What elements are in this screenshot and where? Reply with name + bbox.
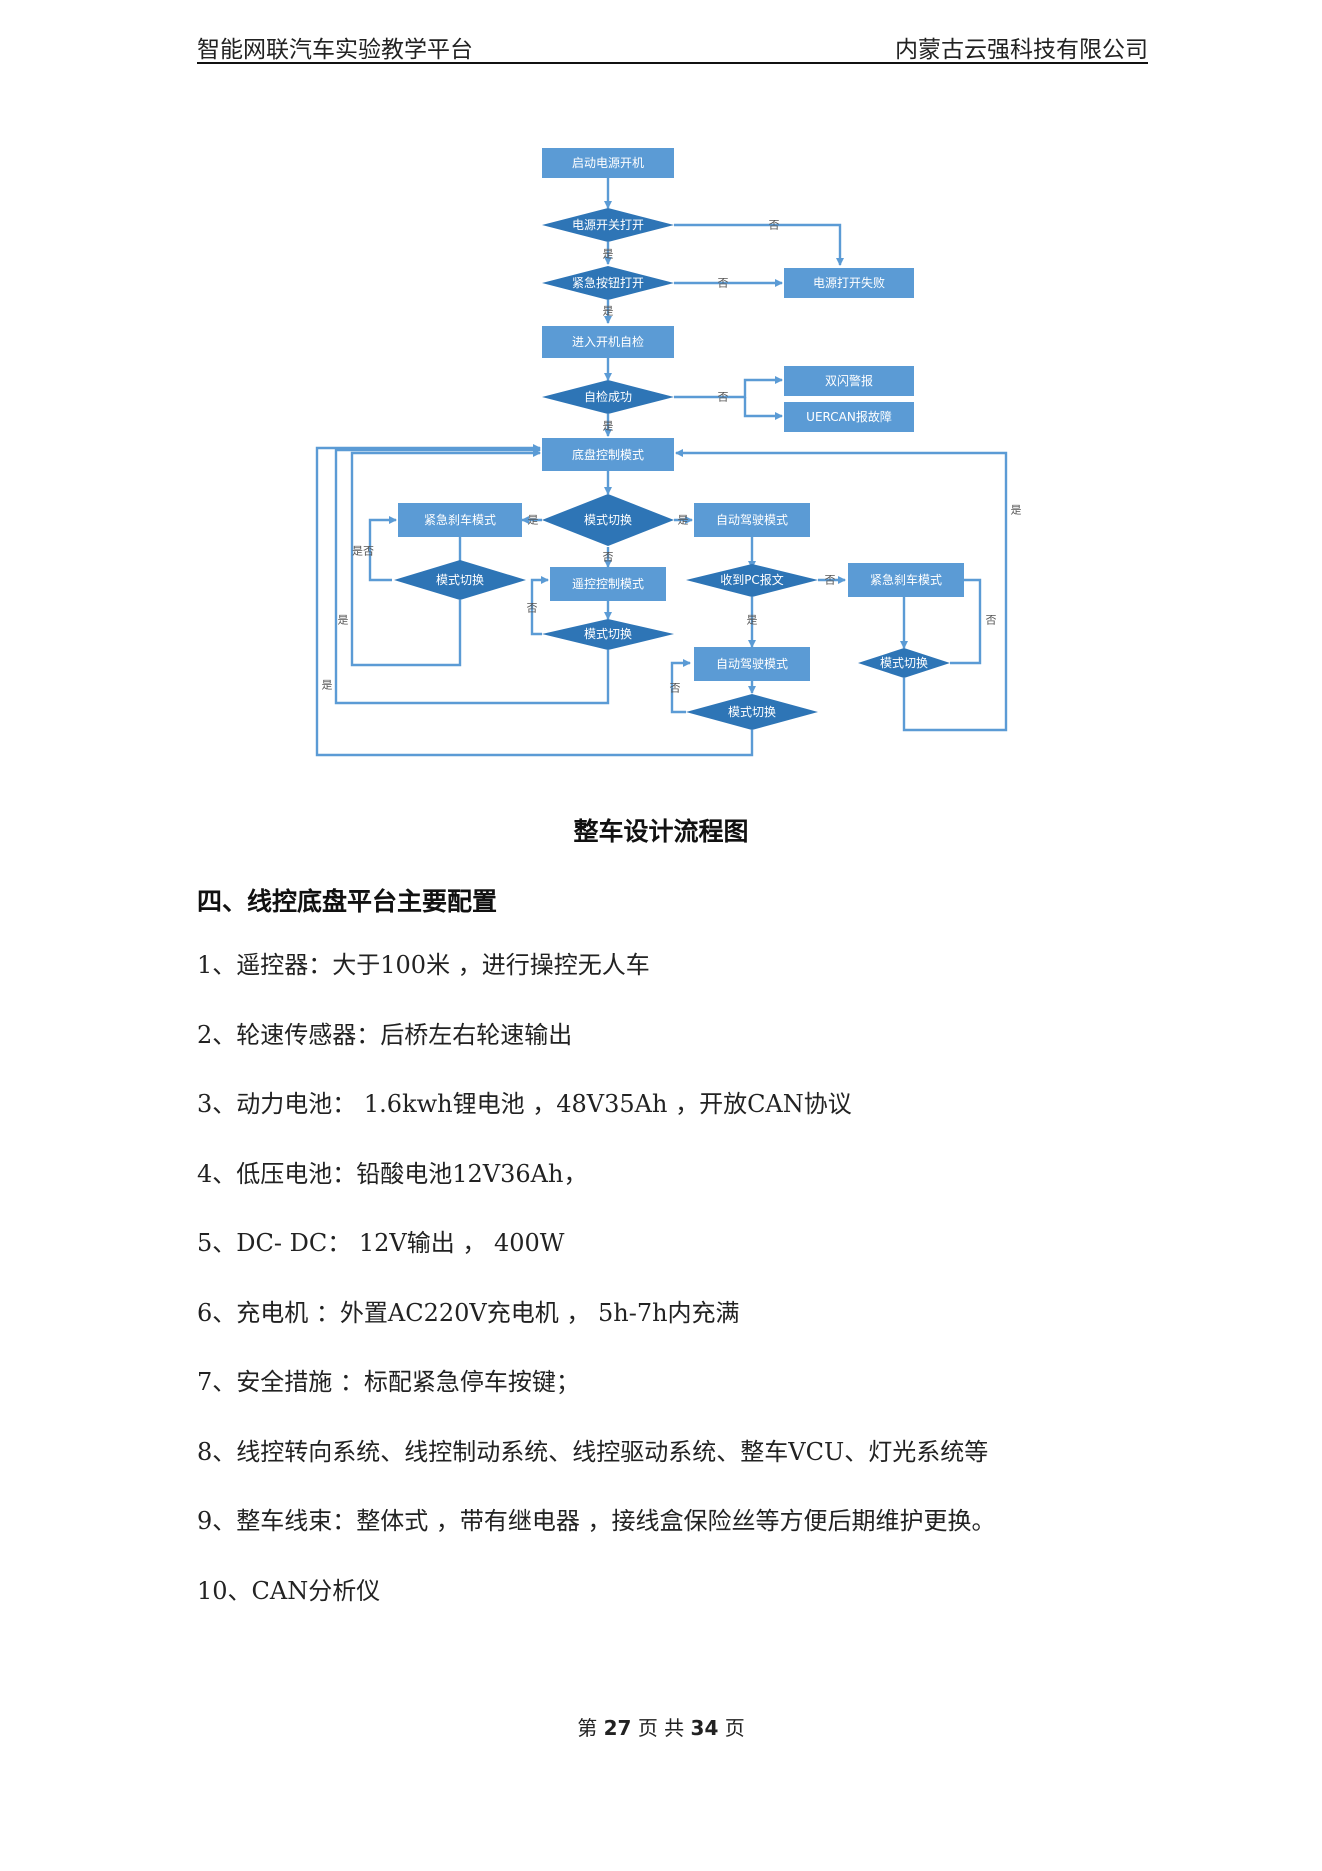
- svg-text:是: 是: [603, 305, 614, 318]
- node-emergency-brake-left: 紧急刹车模式: [398, 503, 522, 537]
- svg-text:否: 否: [670, 682, 681, 695]
- node-auto-drive-top: 自动驾驶模式: [694, 503, 810, 537]
- svg-text:自检成功: 自检成功: [584, 389, 632, 404]
- svg-text:是否: 是否: [352, 545, 374, 558]
- page-number: 27: [603, 1716, 632, 1740]
- decision-pc-message: 收到PC报文: [686, 564, 818, 597]
- vehicle-design-flowchart: 启动电源开机 电源开关打开 紧急按钮打开 电源打开失败 进入开机自检 自检成功 …: [315, 148, 1022, 757]
- config-item: 1、遥控器：大于100米 ，进行操控无人车: [197, 951, 650, 979]
- svg-text:是: 是: [338, 614, 349, 627]
- svg-text:是: 是: [322, 679, 333, 692]
- decision-mode-switch-auto: 模式切换: [686, 694, 818, 730]
- svg-text:进入开机自检: 进入开机自检: [572, 334, 644, 349]
- page-footer: 第 27 页 共 34 页: [0, 1712, 1322, 1741]
- svg-text:紧急刹车模式: 紧急刹车模式: [870, 572, 942, 587]
- decision-emergency-button: 紧急按钮打开: [542, 266, 674, 300]
- decision-mode-switch-left: 模式切换: [394, 560, 526, 600]
- page-header: 智能网联汽车实验教学平台 内蒙古云强科技有限公司: [197, 26, 1148, 64]
- svg-text:是: 是: [1011, 504, 1022, 517]
- svg-text:模式切换: 模式切换: [728, 705, 776, 719]
- config-item: 4、低压电池：铅酸电池12V36Ah，: [197, 1159, 588, 1188]
- config-item: 3、动力电池： 1.6kwh锂电池 ，48V35Ah ，开放CAN协议: [197, 1090, 852, 1118]
- node-start: 启动电源开机: [542, 148, 674, 178]
- footer-suffix: 页: [724, 1716, 745, 1740]
- svg-text:是: 是: [678, 514, 689, 527]
- svg-text:是: 是: [747, 614, 758, 627]
- svg-text:双闪警报: 双闪警报: [825, 373, 873, 388]
- svg-text:自动驾驶模式: 自动驾驶模式: [716, 656, 788, 671]
- svg-text:否: 否: [718, 391, 729, 404]
- svg-text:自动驾驶模式: 自动驾驶模式: [716, 512, 788, 527]
- config-item: 5、DC- DC： 12V输出 ， 400W: [197, 1229, 565, 1257]
- node-power-fail: 电源打开失败: [784, 268, 914, 298]
- footer-prefix: 第: [577, 1716, 598, 1740]
- config-list: 1、遥控器：大于100米 ，进行操控无人车 2、轮速传感器：后桥左右轮速输出 3…: [197, 950, 996, 1645]
- config-item: 8、线控转向系统、线控制动系统、线控驱动系统、整车VCU、灯光系统等: [197, 1437, 989, 1466]
- svg-text:紧急刹车模式: 紧急刹车模式: [424, 512, 496, 527]
- svg-text:否: 否: [769, 219, 780, 232]
- config-item: 10、CAN分析仪: [197, 1576, 381, 1605]
- svg-text:否: 否: [527, 602, 538, 615]
- svg-text:是: 是: [603, 248, 614, 261]
- node-emergency-brake-right: 紧急刹车模式: [848, 563, 964, 597]
- edge-labels: 否 是 否 是 否 是 是 是 否 是否 是 否 是 否 是 否 是 否: [322, 219, 1022, 695]
- svg-text:否: 否: [603, 551, 614, 564]
- decision-mode-switch-center: 模式切换: [542, 494, 674, 546]
- page-total: 34: [690, 1716, 719, 1740]
- svg-text:模式切换: 模式切换: [436, 573, 484, 587]
- flowchart-caption: 整车设计流程图: [573, 817, 749, 846]
- config-item: 7、安全措施 ：标配紧急停车按键；: [197, 1368, 580, 1396]
- decision-mode-switch-right: 模式切换: [858, 648, 950, 678]
- svg-text:是: 是: [603, 420, 614, 433]
- node-double-flash: 双闪警报: [784, 366, 914, 396]
- svg-text:紧急按钮打开: 紧急按钮打开: [572, 275, 644, 290]
- svg-text:否: 否: [986, 614, 997, 627]
- svg-text:启动电源开机: 启动电源开机: [572, 156, 644, 170]
- node-self-check: 进入开机自检: [542, 326, 674, 358]
- node-remote-mode: 遥控控制模式: [550, 567, 666, 601]
- decision-self-check-ok: 自检成功: [542, 380, 674, 414]
- svg-text:收到PC报文: 收到PC报文: [720, 572, 784, 587]
- header-left-title: 智能网联汽车实验教学平台: [197, 37, 473, 63]
- svg-text:否: 否: [718, 277, 729, 290]
- svg-text:是: 是: [528, 514, 539, 527]
- header-right-title: 内蒙古云强科技有限公司: [895, 37, 1148, 63]
- node-chassis-mode: 底盘控制模式: [542, 438, 674, 471]
- node-auto-drive-bottom: 自动驾驶模式: [694, 647, 810, 681]
- svg-text:否: 否: [825, 574, 836, 587]
- svg-text:模式切换: 模式切换: [584, 627, 632, 641]
- svg-text:电源打开失败: 电源打开失败: [813, 275, 885, 290]
- svg-text:模式切换: 模式切换: [880, 656, 928, 670]
- svg-text:UERCAN报故障: UERCAN报故障: [806, 409, 892, 424]
- footer-middle: 页 共: [637, 1716, 685, 1740]
- node-uercan-fault: UERCAN报故障: [784, 402, 914, 432]
- svg-text:底盘控制模式: 底盘控制模式: [572, 447, 644, 462]
- decision-mode-switch-remote: 模式切换: [542, 619, 674, 650]
- section-title: 四、线控底盘平台主要配置: [197, 887, 498, 916]
- decision-power-switch: 电源开关打开: [542, 208, 674, 242]
- config-item: 6、充电机 ：外置AC220V充电机 ， 5h-7h内充满: [197, 1298, 740, 1327]
- svg-text:电源开关打开: 电源开关打开: [572, 218, 644, 232]
- config-item: 2、轮速传感器：后桥左右轮速输出: [197, 1020, 573, 1049]
- svg-text:遥控控制模式: 遥控控制模式: [572, 577, 644, 591]
- svg-text:模式切换: 模式切换: [584, 513, 632, 527]
- config-item: 9、整车线束：整体式 ，带有继电器 ，接线盒保险丝等方便后期维护更换。: [197, 1507, 996, 1535]
